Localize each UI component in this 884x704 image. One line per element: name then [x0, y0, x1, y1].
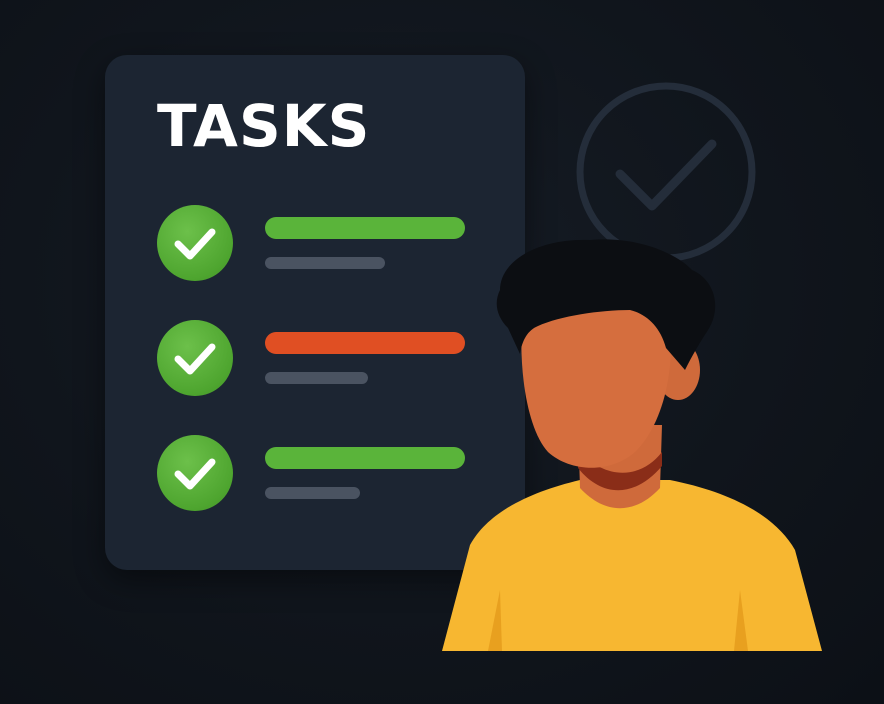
task-subtitle-bar — [265, 257, 385, 269]
checkmark-circle-icon — [157, 320, 233, 396]
task-title-bar — [265, 217, 465, 239]
task-subtitle-bar — [265, 487, 360, 499]
task-item[interactable] — [157, 320, 477, 400]
task-item[interactable] — [157, 435, 477, 515]
task-card-title: TASKS — [157, 92, 371, 160]
person-illustration — [442, 239, 822, 651]
person-face — [521, 284, 671, 468]
checkmark-circle-icon — [157, 205, 233, 281]
person-shirt — [442, 480, 822, 651]
task-subtitle-bar — [265, 372, 368, 384]
task-card: TASKS — [105, 55, 525, 570]
task-item[interactable] — [157, 205, 477, 285]
task-title-bar — [265, 447, 465, 469]
checkmark-circle-icon — [157, 435, 233, 511]
person-hair — [496, 239, 716, 370]
task-title-bar — [265, 332, 465, 354]
